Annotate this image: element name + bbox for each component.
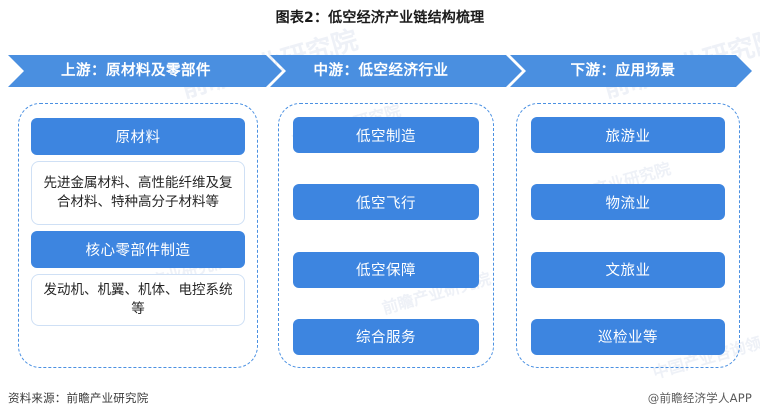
brand-note: @前瞻经济学人APP xyxy=(647,391,752,405)
block-cultural-tourism-industry[interactable]: 文旅业 xyxy=(531,251,725,288)
block-raw-materials[interactable]: 原材料 xyxy=(31,118,245,155)
chevron-label-upstream: 上游：原材料及零部件 xyxy=(61,63,211,79)
block-core-components-detail: 发动机、机翼、机体、电控系统等 xyxy=(31,274,245,326)
column-midstream: 低空制造 低空飞行 低空保障 综合服务 xyxy=(278,103,494,368)
chevron-midstream[interactable] xyxy=(270,55,522,87)
chevron-label-downstream: 下游：应用场景 xyxy=(570,63,676,79)
block-low-altitude-flight[interactable]: 低空飞行 xyxy=(293,184,479,221)
source-note: 资料来源：前瞻产业研究院 xyxy=(8,391,149,405)
block-inspection-industry[interactable]: 巡检业等 xyxy=(531,318,725,355)
block-tourism-industry[interactable]: 旅游业 xyxy=(531,117,725,153)
block-logistics-industry[interactable]: 物流业 xyxy=(531,184,725,221)
column-upstream: 原材料 先进金属材料、高性能纤维及复合材料、特种高分子材料等 核心零部件制造 发… xyxy=(18,103,258,368)
chevron-upstream[interactable] xyxy=(8,55,282,87)
block-integrated-services[interactable]: 综合服务 xyxy=(293,318,479,355)
chevron-band-shape xyxy=(8,55,752,87)
page-title: 图表2：低空经济产业链结构梳理 xyxy=(275,10,485,26)
chevron-label-midstream: 中游：低空经济行业 xyxy=(313,63,449,79)
chevron-downstream[interactable] xyxy=(510,55,752,87)
block-raw-materials-detail: 先进金属材料、高性能纤维及复合材料、特种高分子材料等 xyxy=(31,161,245,225)
block-core-components[interactable]: 核心零部件制造 xyxy=(31,231,245,268)
value-chain-header-band xyxy=(8,55,752,87)
block-low-altitude-manufacturing[interactable]: 低空制造 xyxy=(293,117,479,153)
column-downstream: 旅游业 物流业 文旅业 巡检业等 xyxy=(516,103,740,368)
block-low-altitude-support[interactable]: 低空保障 xyxy=(293,251,479,288)
